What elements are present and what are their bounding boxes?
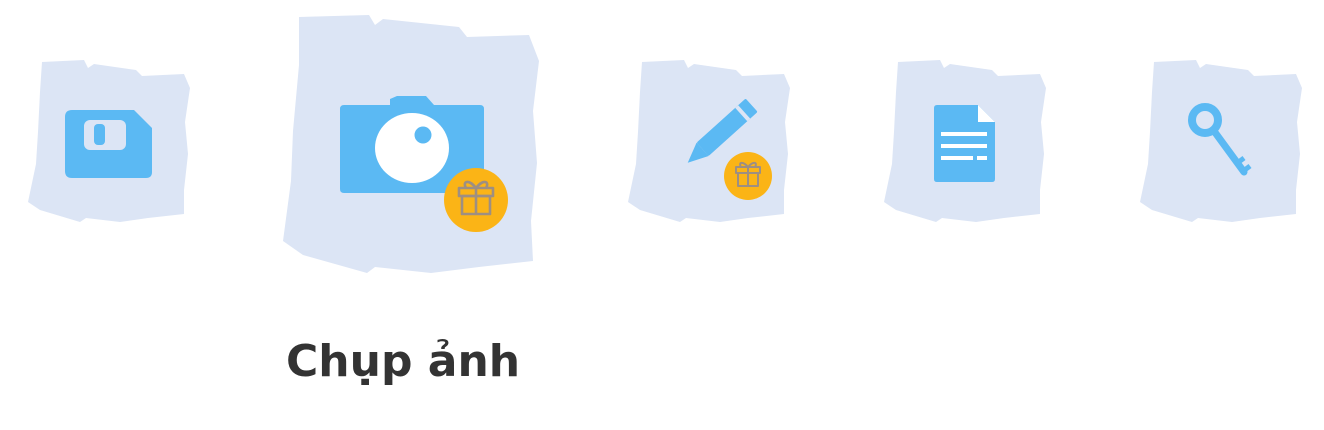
gift-badge [724,152,772,200]
key-icon [1188,103,1252,176]
gift-icon [457,180,495,216]
floppy-disk-icon [65,110,152,178]
tile-edit[interactable] [628,60,790,222]
gift-icon [735,161,761,187]
camera-icon [340,96,484,193]
selected-tile-label: Chụp ảnh [286,336,521,387]
tile-camera[interactable] [283,15,541,273]
document-icon [934,105,995,182]
tile-document[interactable] [884,60,1046,222]
tile-save[interactable] [28,60,190,222]
gift-badge [444,168,508,232]
pencil-icon [687,99,758,163]
tile-key[interactable] [1140,60,1302,222]
